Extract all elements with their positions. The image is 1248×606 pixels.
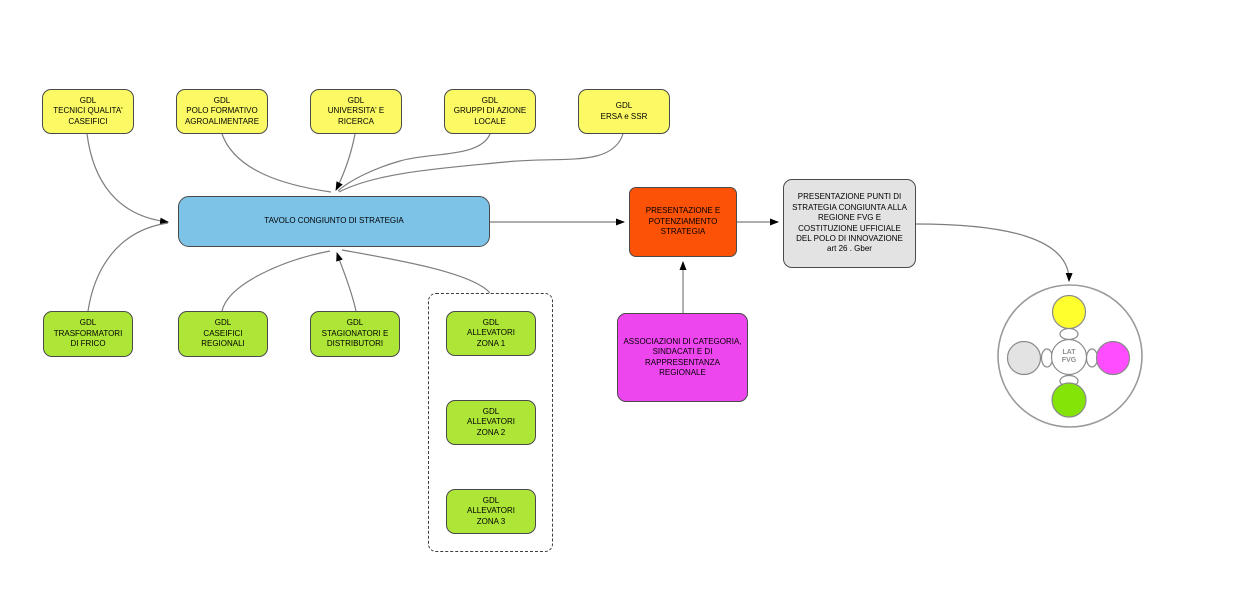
node-gdl-allevatori-zona3: GDL ALLEVATORI ZONA 3 xyxy=(446,489,536,534)
node-gdl-ersa-ssr: GDL ERSA e SSR xyxy=(578,89,670,134)
node-gdl-caseifici-regionali: GDL CASEIFICI REGIONALI xyxy=(178,311,268,357)
node-presentazione-potenziamento: PRESENTAZIONE E POTENZIAMENTO STRATEGIA xyxy=(629,187,737,257)
node-gdl-allevatori-zona1: GDL ALLEVATORI ZONA 1 xyxy=(446,311,536,356)
node-gdl-universita-ricerca: GDL UNIVERSITA' E RICERCA xyxy=(310,89,402,134)
edge-trasformatori-to-tavolo xyxy=(87,222,169,312)
edge-polo-to-tavolo xyxy=(221,133,332,193)
node-tavolo-congiunto: TAVOLO CONGIUNTO DI STRATEGIA xyxy=(178,196,490,247)
node-gdl-trasformatori-di-frico: GDL TRASFORMATORI DI FRICO xyxy=(43,311,133,357)
hub-joint-top xyxy=(1059,327,1079,341)
node-presentazione-punti-regione: PRESENTAZIONE PUNTI DI STRATEGIA CONGIUN… xyxy=(783,179,916,268)
edge-tecnici-to-tavolo xyxy=(86,133,169,225)
hub-node-yellow xyxy=(1051,294,1087,330)
hub-center-label: LAT FVG xyxy=(1061,349,1077,365)
node-gdl-stagionatori-distributori: GDL STAGIONATORI E DISTRIBUTORI xyxy=(310,311,400,357)
node-gdl-tecnici-qualita-caseifici: GDL TECNICI QUALITA' CASEIFICI xyxy=(42,89,134,134)
hub-node-center xyxy=(1050,338,1088,376)
node-gdl-polo-formativo: GDL POLO FORMATIVO AGROALIMENTARE xyxy=(176,89,268,134)
hub-node-magenta xyxy=(1095,340,1131,376)
node-associazioni-categoria: ASSOCIAZIONI DI CATEGORIA, SINDACATI E D… xyxy=(617,313,748,402)
group-gdl-allevatori xyxy=(428,293,553,552)
hub-node-gray xyxy=(1006,340,1042,376)
edge-ersa-to-tavolo xyxy=(338,133,624,193)
node-gdl-gruppi-azione-locale: GDL GRUPPI DI AZIONE LOCALE xyxy=(444,89,536,134)
edge-universita-to-tavolo xyxy=(335,133,356,191)
edge-gruppi-to-tavolo xyxy=(337,133,491,192)
hub-node-green xyxy=(1051,382,1087,418)
node-gdl-allevatori-zona2: GDL ALLEVATORI ZONA 2 xyxy=(446,400,536,445)
edge-allevatori-group-to-tavolo xyxy=(341,249,491,294)
edge-caseifici-to-tavolo xyxy=(221,250,331,312)
edge-punti-to-hub xyxy=(915,223,1073,282)
edge-stagionatori-to-tavolo xyxy=(336,252,357,312)
